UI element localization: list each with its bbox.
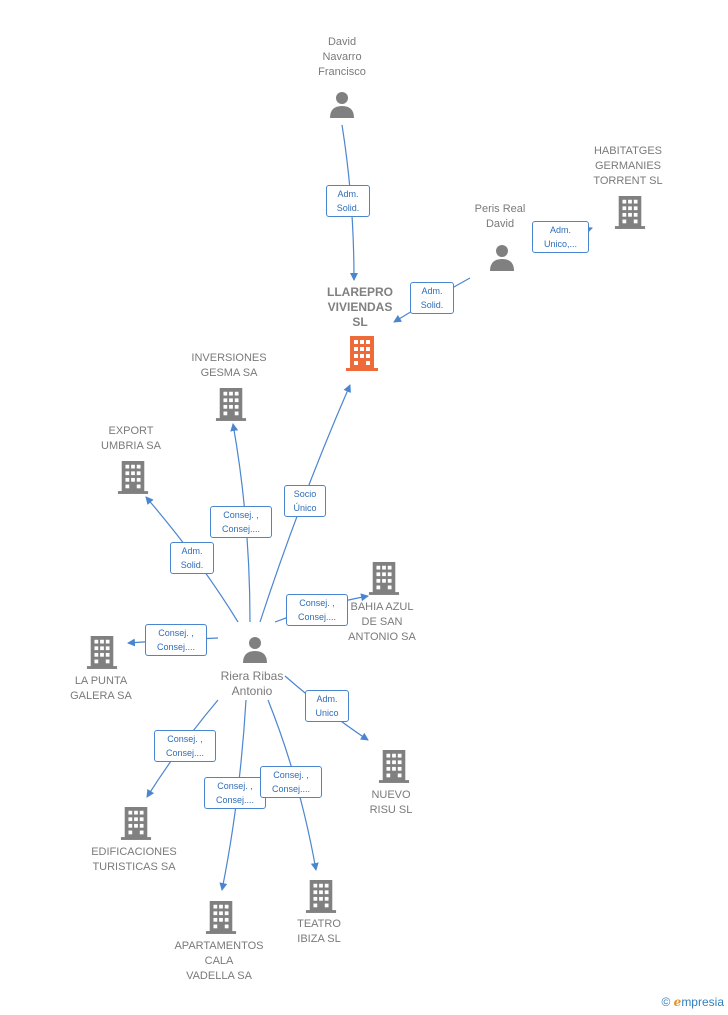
copyright-icon: ©	[661, 995, 671, 1009]
edge-label-riera-export[interactable]: Adm. Solid.	[170, 542, 214, 574]
building-icon[interactable]	[117, 459, 149, 495]
node-label-export[interactable]: EXPORT UMBRIA SA	[101, 425, 161, 452]
edge-label-riera-apartamentos[interactable]: Consej. , Consej....	[204, 777, 266, 809]
node-label-lapunta[interactable]: LA PUNTA GALERA SA	[70, 675, 132, 702]
edge-label-riera-lapunta[interactable]: Consej. , Consej....	[145, 624, 207, 656]
node-label-nuevo[interactable]: NUEVO RISU SL	[369, 789, 413, 816]
building-icon[interactable]	[345, 335, 379, 371]
edge-label-peris-llarepro[interactable]: Adm. Solid.	[410, 282, 454, 314]
node-label-inversiones[interactable]: INVERSIONES GESMA SA	[191, 352, 267, 379]
building-icon[interactable]	[305, 878, 337, 914]
node-label-edificaciones[interactable]: EDIFICACIONES TURISTICAS SA	[91, 846, 177, 873]
brand-logo-text: mpresia	[681, 995, 724, 1009]
edge-label-riera-edificaciones[interactable]: Consej. , Consej....	[154, 730, 216, 762]
node-label-riera[interactable]: Riera Ribas Antonio	[220, 669, 284, 698]
brand-footer: © empresia	[661, 995, 724, 1009]
edge-label-riera-inversiones[interactable]: Consej. , Consej....	[210, 506, 272, 538]
person-icon[interactable]	[241, 635, 269, 663]
person-icon[interactable]	[328, 90, 356, 118]
node-label-bahia[interactable]: BAHIA AZUL DE SAN ANTONIO SA	[348, 601, 416, 643]
building-icon[interactable]	[378, 748, 410, 784]
node-label-habitatges[interactable]: HABITATGES GERMANIES TORRENT SL	[593, 145, 663, 187]
building-icon[interactable]	[120, 805, 152, 841]
building-icon[interactable]	[205, 899, 237, 935]
node-label-peris[interactable]: Peris Real David	[474, 203, 526, 230]
edge-label-riera-teatro[interactable]: Consej. , Consej....	[260, 766, 322, 798]
person-icon[interactable]	[488, 243, 516, 271]
edge-label-david-llarepro[interactable]: Adm. Solid.	[326, 185, 370, 217]
edge-label-peris-habitatges[interactable]: Adm. Unico,...	[532, 221, 589, 253]
building-icon[interactable]	[368, 560, 400, 596]
edge-label-riera-bahia[interactable]: Consej. , Consej....	[286, 594, 348, 626]
node-label-teatro[interactable]: TEATRO IBIZA SL	[297, 918, 341, 945]
node-label-llarepro[interactable]: LLAREPRO VIVIENDAS SL	[327, 285, 393, 329]
edge-label-riera-nuevo[interactable]: Adm. Unico	[305, 690, 349, 722]
building-icon[interactable]	[614, 194, 646, 230]
building-icon[interactable]	[215, 386, 247, 422]
brand-logo-initial: e	[673, 995, 682, 1009]
edge-label-riera-llarepro[interactable]: Socio Único	[284, 485, 326, 517]
building-icon[interactable]	[86, 634, 118, 670]
node-label-apartamentos[interactable]: APARTAMENTOS CALA VADELLA SA	[174, 940, 264, 982]
node-label-david[interactable]: David Navarro Francisco	[318, 36, 366, 78]
